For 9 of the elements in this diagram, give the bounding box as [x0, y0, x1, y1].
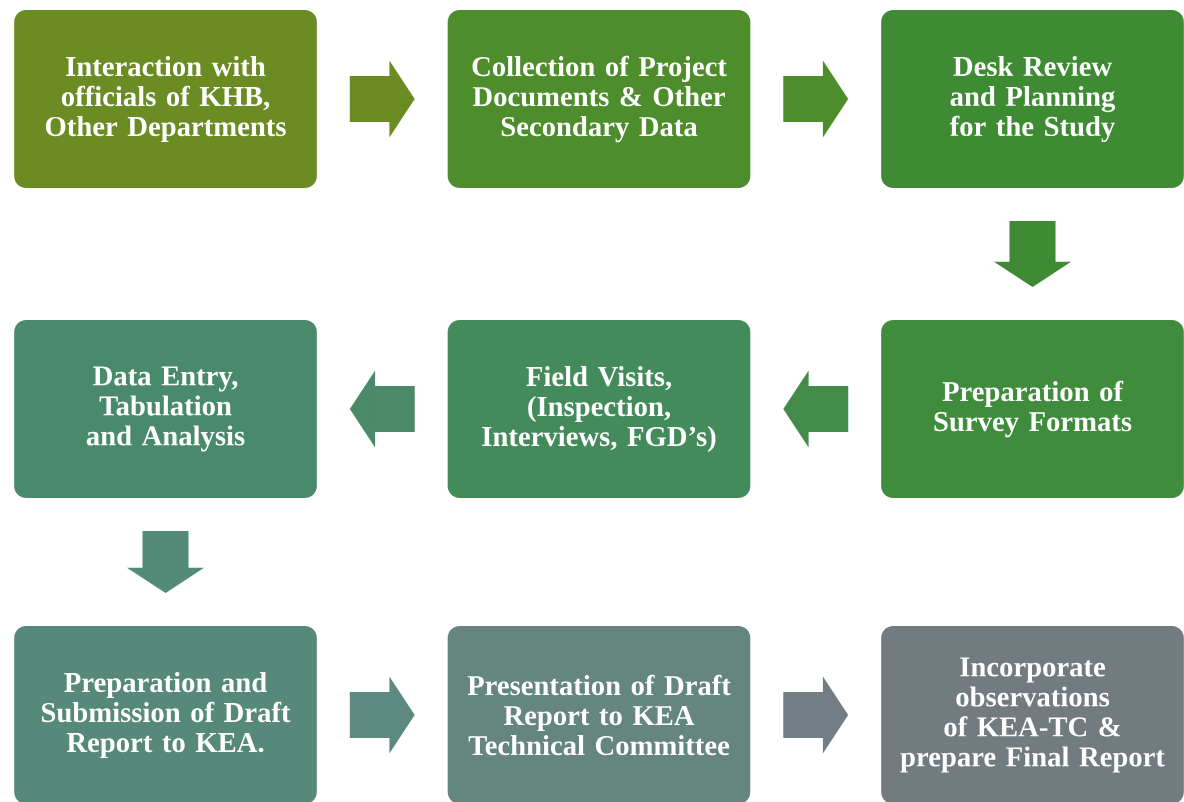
process-box: Field Visits, (Inspection, Interviews, FGD’s) [447, 320, 751, 498]
process-box: Preparation and Submission of Draft Report to KEA. [14, 626, 317, 802]
process-box: Desk Review and Planning for the Study [881, 10, 1184, 188]
process-box: Preparation of Survey Formats [881, 320, 1184, 498]
process-box: Interaction with officials of KHB, Other Departments [14, 10, 317, 188]
process-box: Data Entry, Tabulation and Analysis [14, 320, 317, 498]
process-box: Incorporate observations of KEA-TC & prepare Final Report [881, 626, 1184, 802]
process-box: Presentation of Draft Report to KEA Technical Committee [447, 626, 751, 802]
process-box: Collection of Project Documents & Other Secondary Data [447, 10, 751, 188]
